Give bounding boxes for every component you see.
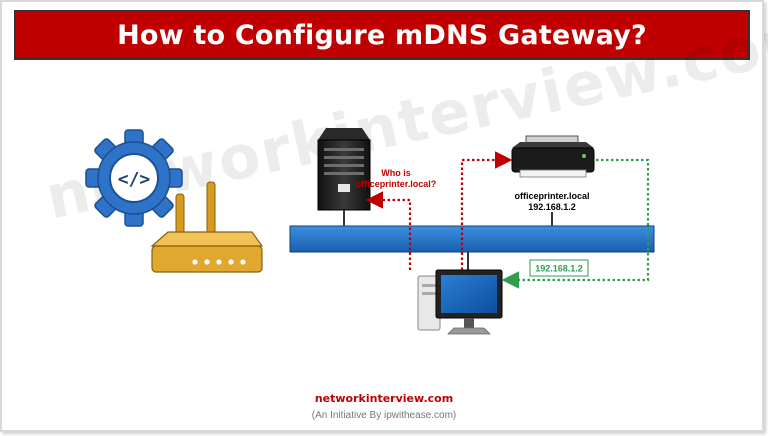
router-icon: [150, 181, 264, 273]
title-banner: How to Configure mDNS Gateway?: [14, 10, 750, 60]
page-title: How to Configure mDNS Gateway?: [117, 19, 647, 51]
gear-code-icon: </>: [85, 129, 183, 227]
response-arrow-to-pc: [501, 158, 650, 289]
printer-icon: [511, 135, 595, 178]
footer-site-name: networkinterview.com: [314, 392, 454, 405]
desktop-pc-icon: [417, 269, 503, 335]
response-ip-label: 192.168.1.2: [535, 264, 583, 274]
footer-subtitle: (An Initiative By ipwithease.com): [311, 410, 457, 421]
query-label-line2: officeprinter.local?: [356, 179, 437, 189]
query-arrow-to-printer: [460, 151, 513, 270]
response-ip-box: [529, 259, 589, 277]
query-label-line1: Who is: [381, 168, 411, 178]
printer-ip-label: 192.168.1.2: [528, 202, 576, 212]
network-segment-bar: [289, 225, 655, 253]
query-arrow-to-server: [365, 191, 412, 270]
code-symbol: </>: [118, 169, 151, 190]
server-icon: [317, 128, 371, 211]
printer-name-label: officeprinter.local: [514, 191, 589, 201]
